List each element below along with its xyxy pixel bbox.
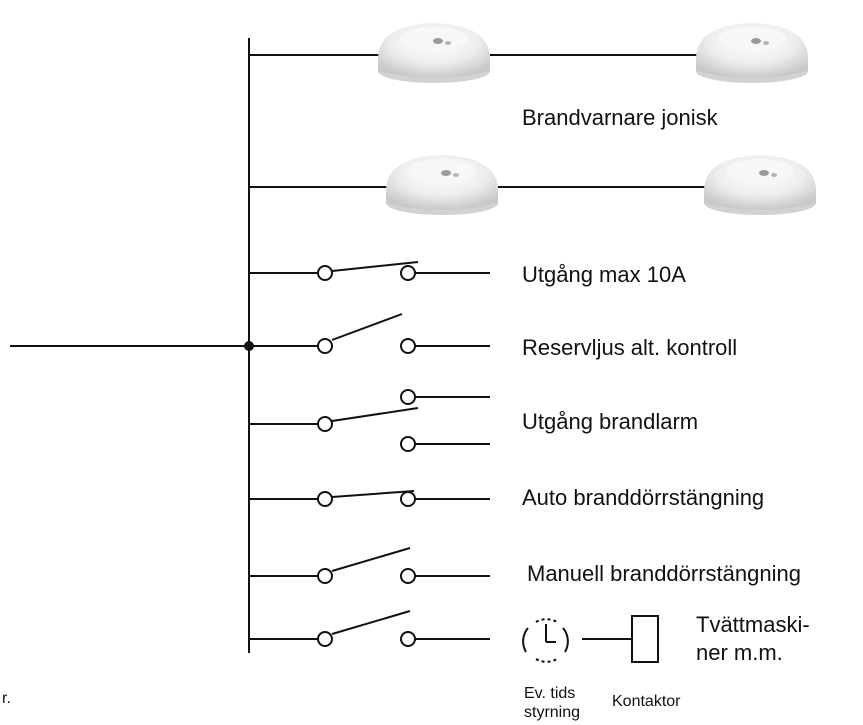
label-washing-machines-1: Tvättmaski- xyxy=(696,612,810,637)
smoke-detector-icon xyxy=(378,23,490,83)
label-contactor: Kontaktor xyxy=(612,693,681,710)
switch-blade-6 xyxy=(331,610,411,635)
bus-lines xyxy=(10,38,708,653)
label-timer-2: styrning xyxy=(524,704,581,721)
label-timer-1: Ev. tids xyxy=(524,685,576,702)
label-emergency-light: Reservljus alt. kontroll xyxy=(522,335,738,360)
label-fire-alarm-output: Utgång brandlarm xyxy=(522,409,699,434)
label-auto-fire-door: Auto branddörrstängning xyxy=(522,485,765,510)
left-margin-fragment: r. xyxy=(2,690,11,707)
smoke-detector-icon xyxy=(704,155,816,215)
contactor-coil-icon xyxy=(631,615,659,663)
switch-terminals xyxy=(317,265,416,647)
switch-blade-4 xyxy=(331,490,415,498)
switch-blade-2 xyxy=(331,313,403,341)
label-washing-machines-2: ner m.m. xyxy=(696,640,783,665)
switch-blade-1 xyxy=(331,261,419,272)
switch-blade-5 xyxy=(331,547,411,572)
smoke-detector-icon xyxy=(386,155,498,215)
junction-dot xyxy=(244,341,254,351)
label-ionic-detector: Brandvarnare jonisk xyxy=(522,105,718,130)
clock-timer-icon xyxy=(522,618,569,663)
label-manual-fire-door: Manuell branddörrstängning xyxy=(527,561,801,586)
switch-blade-3 xyxy=(331,407,419,422)
smoke-detector-icon xyxy=(696,23,808,83)
label-output-10a: Utgång max 10A xyxy=(522,262,686,287)
